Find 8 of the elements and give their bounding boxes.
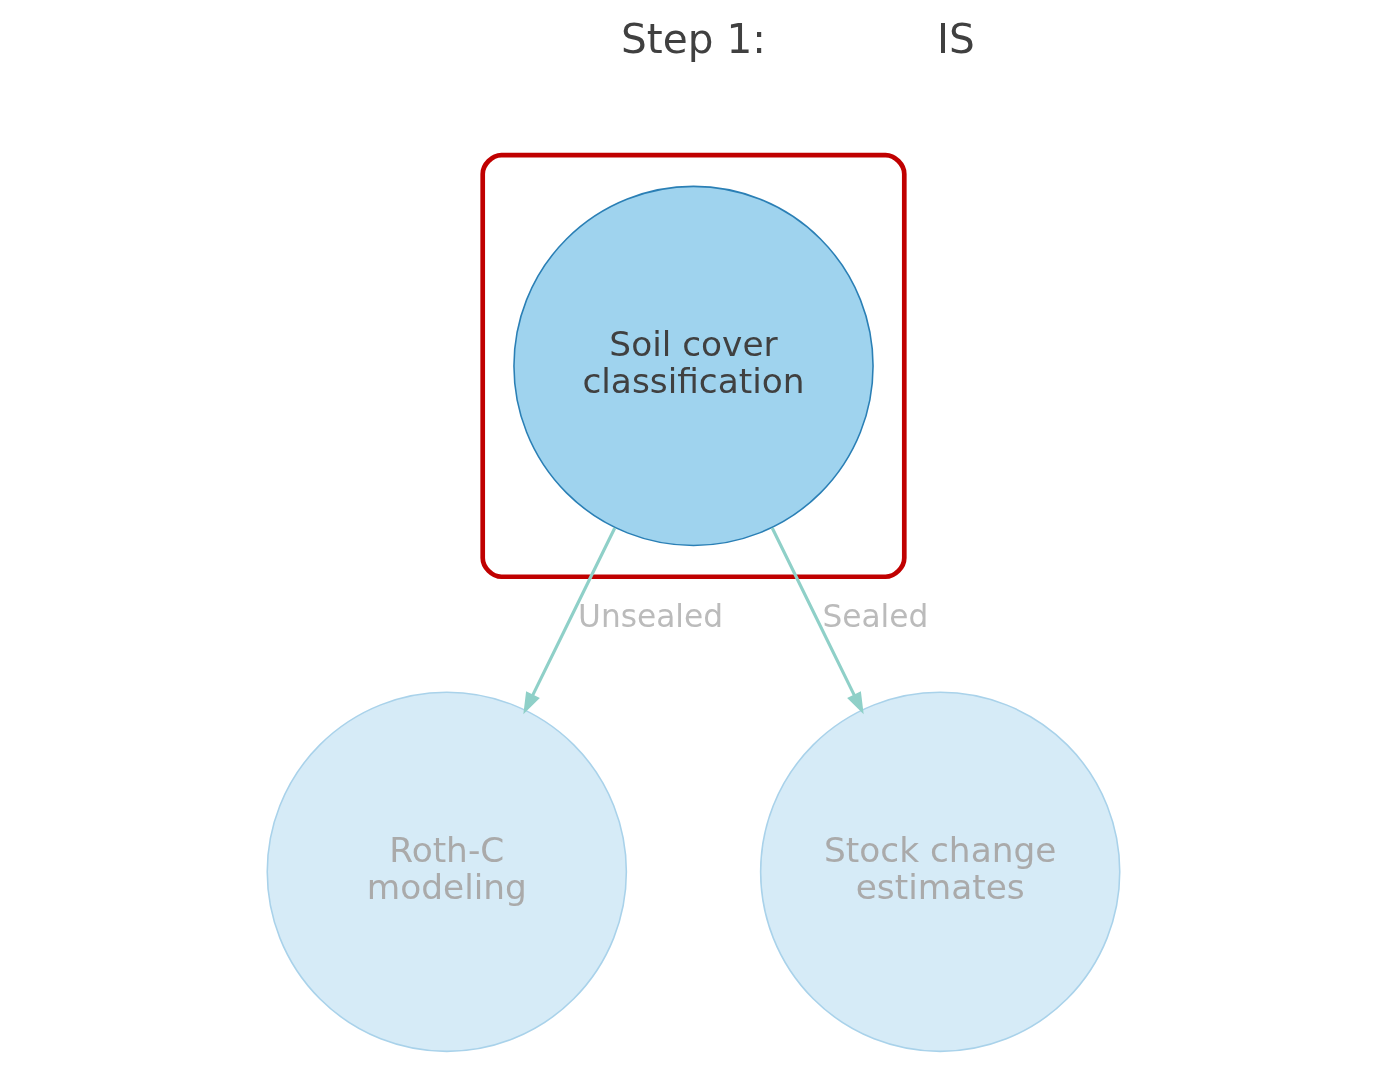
node-circle: Soil cover classification	[512, 185, 874, 547]
label: Step 1:	[620, 15, 766, 64]
cluster	[479, 152, 907, 580]
arrow	[770, 527, 864, 715]
edge-label: Unsealed	[577, 597, 723, 634]
label: IS	[936, 15, 975, 64]
arrow	[522, 527, 616, 715]
edge-label: Sealed	[821, 597, 928, 634]
